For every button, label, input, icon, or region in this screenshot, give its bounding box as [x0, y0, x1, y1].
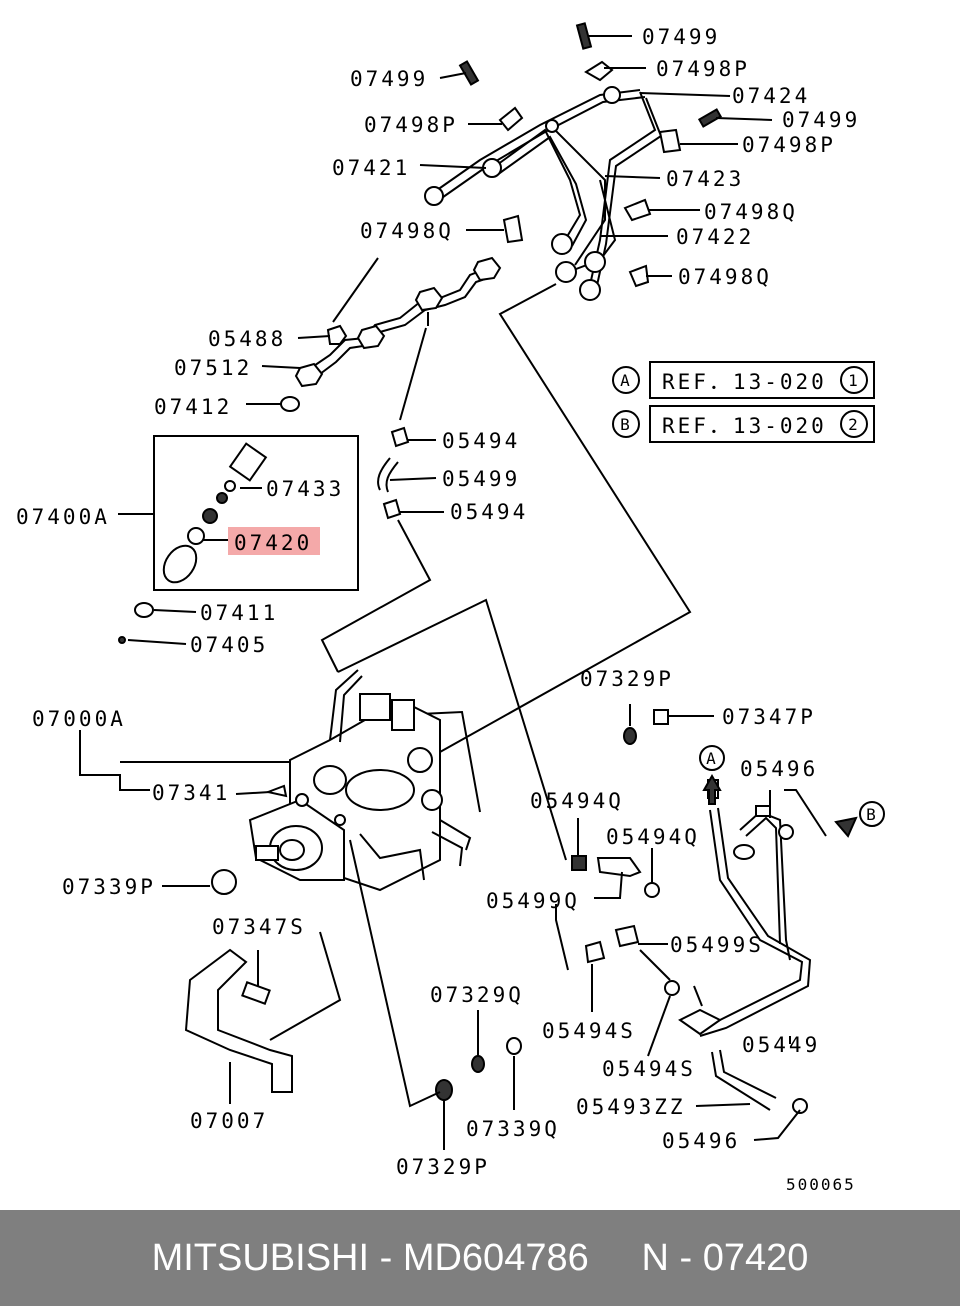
- arrow-b-letter: B: [866, 805, 878, 824]
- fuel-return-line: [280, 256, 502, 412]
- diagram-code: 500065: [786, 1175, 856, 1194]
- ref-b-num: 2: [848, 415, 860, 434]
- reference-box-a: A REF．13-020 1: [612, 361, 875, 399]
- label-05499S: 05499S: [670, 933, 764, 957]
- pump-leaders: [79, 730, 290, 895]
- label-05494S-a: 05494S: [542, 1019, 636, 1043]
- label-07423: 07423: [666, 167, 744, 191]
- highlight-07420: [228, 527, 320, 555]
- label-07498P-left: 07498P: [364, 113, 458, 137]
- label-07422: 07422: [676, 225, 754, 249]
- label-05494-a: 05494: [442, 429, 520, 453]
- label-05494Q-a: 05494Q: [530, 789, 624, 813]
- label-05496-bottom: 05496: [662, 1129, 740, 1153]
- label-05493ZZ: 05493ZZ: [576, 1095, 686, 1119]
- label-07411: 07411: [200, 601, 278, 625]
- arrow-a-letter: A: [706, 749, 718, 768]
- ref-b-text: REF．13-020: [662, 414, 827, 438]
- ref-a-letter: A: [620, 371, 632, 390]
- footer-bar: MITSUBISHI - MD604786 N - 07420: [0, 1210, 960, 1306]
- label-07329P-bottom: 07329P: [396, 1155, 490, 1179]
- label-05488: 05488: [208, 327, 286, 351]
- label-07499-right: 07499: [782, 108, 860, 132]
- injection-pipes: [424, 86, 663, 301]
- label-07424: 07424: [732, 84, 810, 108]
- label-07405: 07405: [190, 633, 268, 657]
- injection-pump: [248, 669, 472, 892]
- label-07007: 07007: [190, 1109, 268, 1133]
- label-07400A: 07400A: [16, 505, 110, 529]
- label-05494-b: 05494: [450, 500, 528, 524]
- delivery-valve-kit: [118, 435, 359, 644]
- label-07498Q-right: 07498Q: [704, 200, 798, 224]
- label-07433: 07433: [266, 477, 344, 501]
- label-07339P: 07339P: [62, 875, 156, 899]
- ref-a-text: REF．13-020: [662, 370, 827, 394]
- bracket: [184, 931, 342, 1104]
- label-07412: 07412: [154, 395, 232, 419]
- label-07499-left: 07499: [350, 67, 428, 91]
- label-07347P: 07347P: [722, 705, 816, 729]
- ref-a-num: 1: [848, 371, 860, 390]
- label-07498P-top: 07498P: [656, 57, 750, 81]
- label-05499Q: 05499Q: [486, 889, 580, 913]
- footer-part-number: MITSUBISHI - MD604786 N - 07420: [151, 1236, 809, 1279]
- arrow-b: B: [834, 801, 885, 838]
- arrow-a: A: [699, 745, 725, 805]
- label-07329Q: 07329Q: [430, 983, 524, 1007]
- label-05494S-b: 05494S: [602, 1057, 696, 1081]
- part-labels: 07499 07498P 07499 07424 07499 07498P 07…: [16, 25, 860, 1194]
- clips-and-bolts: [458, 22, 723, 288]
- label-05494Q-b: 05494Q: [606, 825, 700, 849]
- return-hose: [377, 327, 427, 520]
- label-07498Q-lower: 07498Q: [678, 265, 772, 289]
- label-07498Q-left: 07498Q: [360, 219, 454, 243]
- assembly-leaders: [320, 283, 692, 861]
- label-07341: 07341: [152, 781, 230, 805]
- label-07421: 07421: [332, 156, 410, 180]
- label-05449: 05449: [742, 1033, 820, 1057]
- ref-b-letter: B: [620, 415, 632, 434]
- right-pipe: [678, 779, 827, 1141]
- leader-lines: [118, 35, 773, 645]
- exploded-parts-diagram: A B A REF．13-020 1 B REF．13-020 2 07499 …: [16, 22, 885, 1194]
- label-07512: 07512: [174, 356, 252, 380]
- small-parts: [349, 704, 714, 1150]
- label-05499: 05499: [442, 467, 520, 491]
- label-07000A: 07000A: [32, 707, 126, 731]
- label-07420: 07420: [234, 531, 312, 555]
- label-07498P-right: 07498P: [742, 133, 836, 157]
- label-07329P-top: 07329P: [580, 667, 674, 691]
- label-07339Q: 07339Q: [466, 1117, 560, 1141]
- label-05496-top: 05496: [740, 757, 818, 781]
- label-07347S: 07347S: [212, 915, 306, 939]
- reference-box-b: B REF．13-020 2: [612, 405, 875, 443]
- label-07499-top: 07499: [642, 25, 720, 49]
